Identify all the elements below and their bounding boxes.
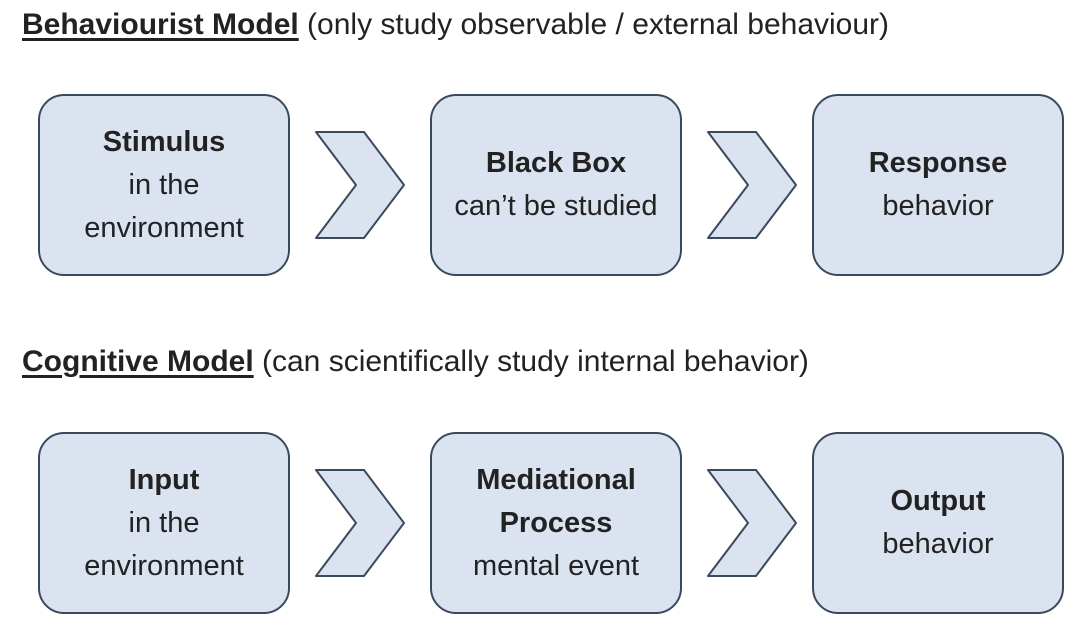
output-title: Output	[890, 485, 986, 517]
input-line-2: environment	[84, 549, 244, 582]
response-line-1: behavior	[882, 190, 994, 222]
chevron-right-icon	[706, 130, 798, 240]
output-box: Output behavior	[812, 432, 1064, 614]
response-box: Response behavior	[812, 94, 1064, 276]
response-title: Response	[868, 147, 1008, 179]
mediational-process-title-2: Process	[499, 506, 613, 539]
cognitive-title: Cognitive Model	[22, 345, 254, 378]
behaviourist-heading: Behaviourist Model (only study observabl…	[22, 8, 889, 42]
mediational-process-title-1: Mediational	[476, 463, 636, 496]
output-line-1: behavior	[882, 528, 994, 560]
stimulus-line-2: environment	[84, 211, 244, 244]
stimulus-title: Stimulus	[102, 125, 226, 158]
chevron-right-icon	[314, 130, 406, 240]
black-box-box: Black Box can’t be studied	[430, 94, 682, 276]
behaviourist-note: (only study observable / external behavi…	[298, 8, 890, 41]
cognitive-heading: Cognitive Model (can scientifically stud…	[22, 345, 809, 379]
chevron-right-icon	[314, 468, 406, 578]
input-box: Input in the environment	[38, 432, 290, 614]
black-box-line-1: can’t be studied	[454, 190, 658, 222]
stimulus-line-1: in the	[128, 168, 200, 201]
black-box-title: Black Box	[485, 147, 627, 179]
chevron-right-icon	[706, 468, 798, 578]
input-line-1: in the	[128, 506, 200, 539]
stimulus-box: Stimulus in the environment	[38, 94, 290, 276]
input-title: Input	[128, 463, 200, 496]
cognitive-note: (can scientifically study internal behav…	[253, 345, 809, 378]
mediational-process-line-1: mental event	[472, 549, 640, 582]
behaviourist-title: Behaviourist Model	[22, 8, 299, 41]
mediational-process-box: Mediational Process mental event	[430, 432, 682, 614]
